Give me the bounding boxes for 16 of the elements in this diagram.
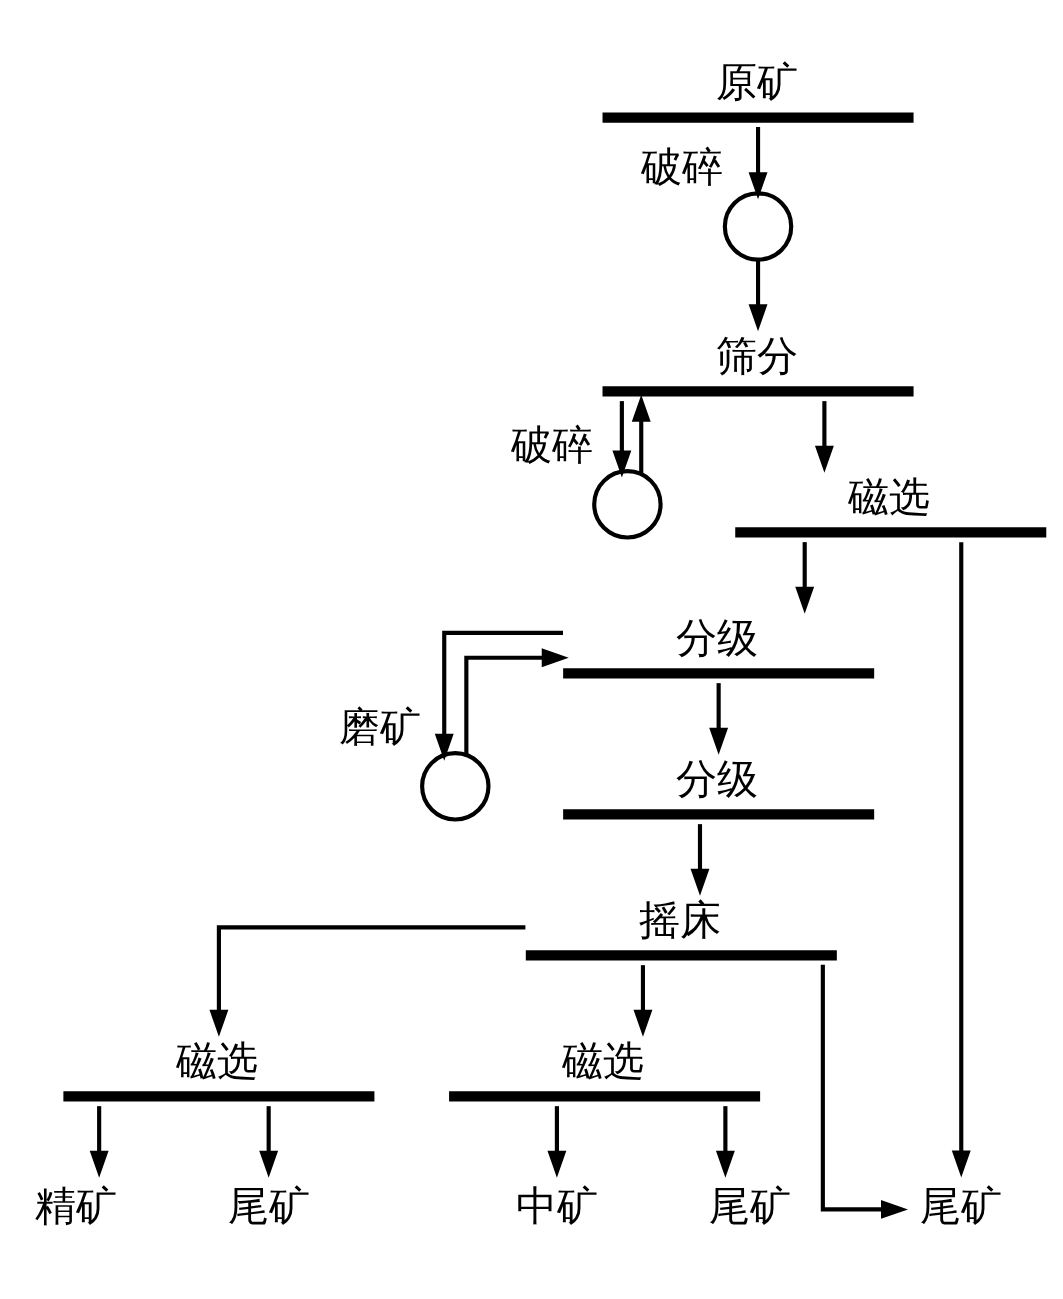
node-label: 分级 xyxy=(676,613,759,662)
node-label: 破碎 xyxy=(510,420,593,469)
node-label: 破碎 xyxy=(641,142,724,191)
node-label: 磁选 xyxy=(562,1036,645,1085)
node-label: 分级 xyxy=(676,754,759,803)
node-label: 摇床 xyxy=(638,895,721,944)
node-label: 原矿 xyxy=(715,57,798,106)
node-text: 精矿 xyxy=(34,1181,117,1230)
node-label: 磁选 xyxy=(848,472,931,521)
node-text: 尾矿 xyxy=(920,1181,1003,1230)
node-label: 磨矿 xyxy=(338,702,421,751)
node-label: 筛分 xyxy=(715,331,798,380)
node-text: 中矿 xyxy=(515,1181,598,1230)
node-text: 尾矿 xyxy=(708,1181,791,1230)
node-label: 磁选 xyxy=(176,1036,259,1085)
node-text: 尾矿 xyxy=(227,1181,310,1230)
